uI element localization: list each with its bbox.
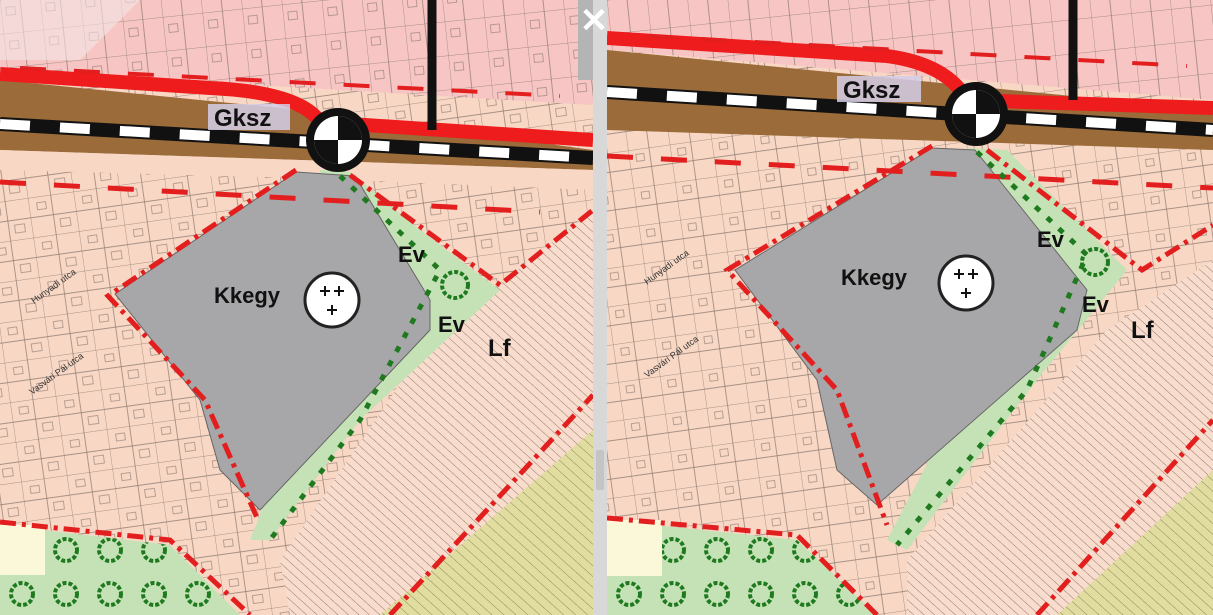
map-panel-left[interactable]: Gksz Kkegy Ev Ev Lf Hunyadi utca Vasvári… [0,0,593,615]
station-symbol-icon [306,108,370,172]
zone-boundary [723,143,934,526]
label-residential: Lf [1131,317,1155,344]
close-icon[interactable]: ✕ [579,2,609,40]
label-special-zone: Kkegy [214,283,281,308]
label-residential: Lf [488,335,512,362]
map-canvas-right: Gksz Kkegy Ev Ev Lf Hunyadi utca Vasvári… [607,0,1213,615]
map-panel-right[interactable]: Gksz Kkegy Ev Ev Lf Hunyadi utca Vasvári… [607,0,1213,615]
zone-boundary [104,167,298,522]
label-green-upper: Ev [1037,227,1065,252]
cemetery-symbol-icon [303,271,361,329]
park-area [607,520,877,615]
park-area [0,525,240,615]
split-handle[interactable] [596,450,604,490]
label-green-lower: Ev [438,312,466,337]
label-commercial-zone: Gksz [214,105,271,132]
split-divider[interactable]: ✕ [580,0,608,615]
map-canvas-left: Gksz Kkegy Ev Ev Lf Hunyadi utca Vasvári… [0,0,593,615]
label-green-upper: Ev [398,242,426,267]
label-special-zone: Kkegy [841,265,908,290]
special-zone-area [114,171,431,511]
residential-lots [280,210,593,615]
cemetery-symbol-icon [937,254,995,312]
label-green-lower: Ev [1082,292,1110,317]
commercial-area [607,0,1213,100]
label-commercial-zone: Gksz [843,77,900,104]
station-symbol-icon [944,82,1008,146]
residential-lots [907,260,1213,615]
